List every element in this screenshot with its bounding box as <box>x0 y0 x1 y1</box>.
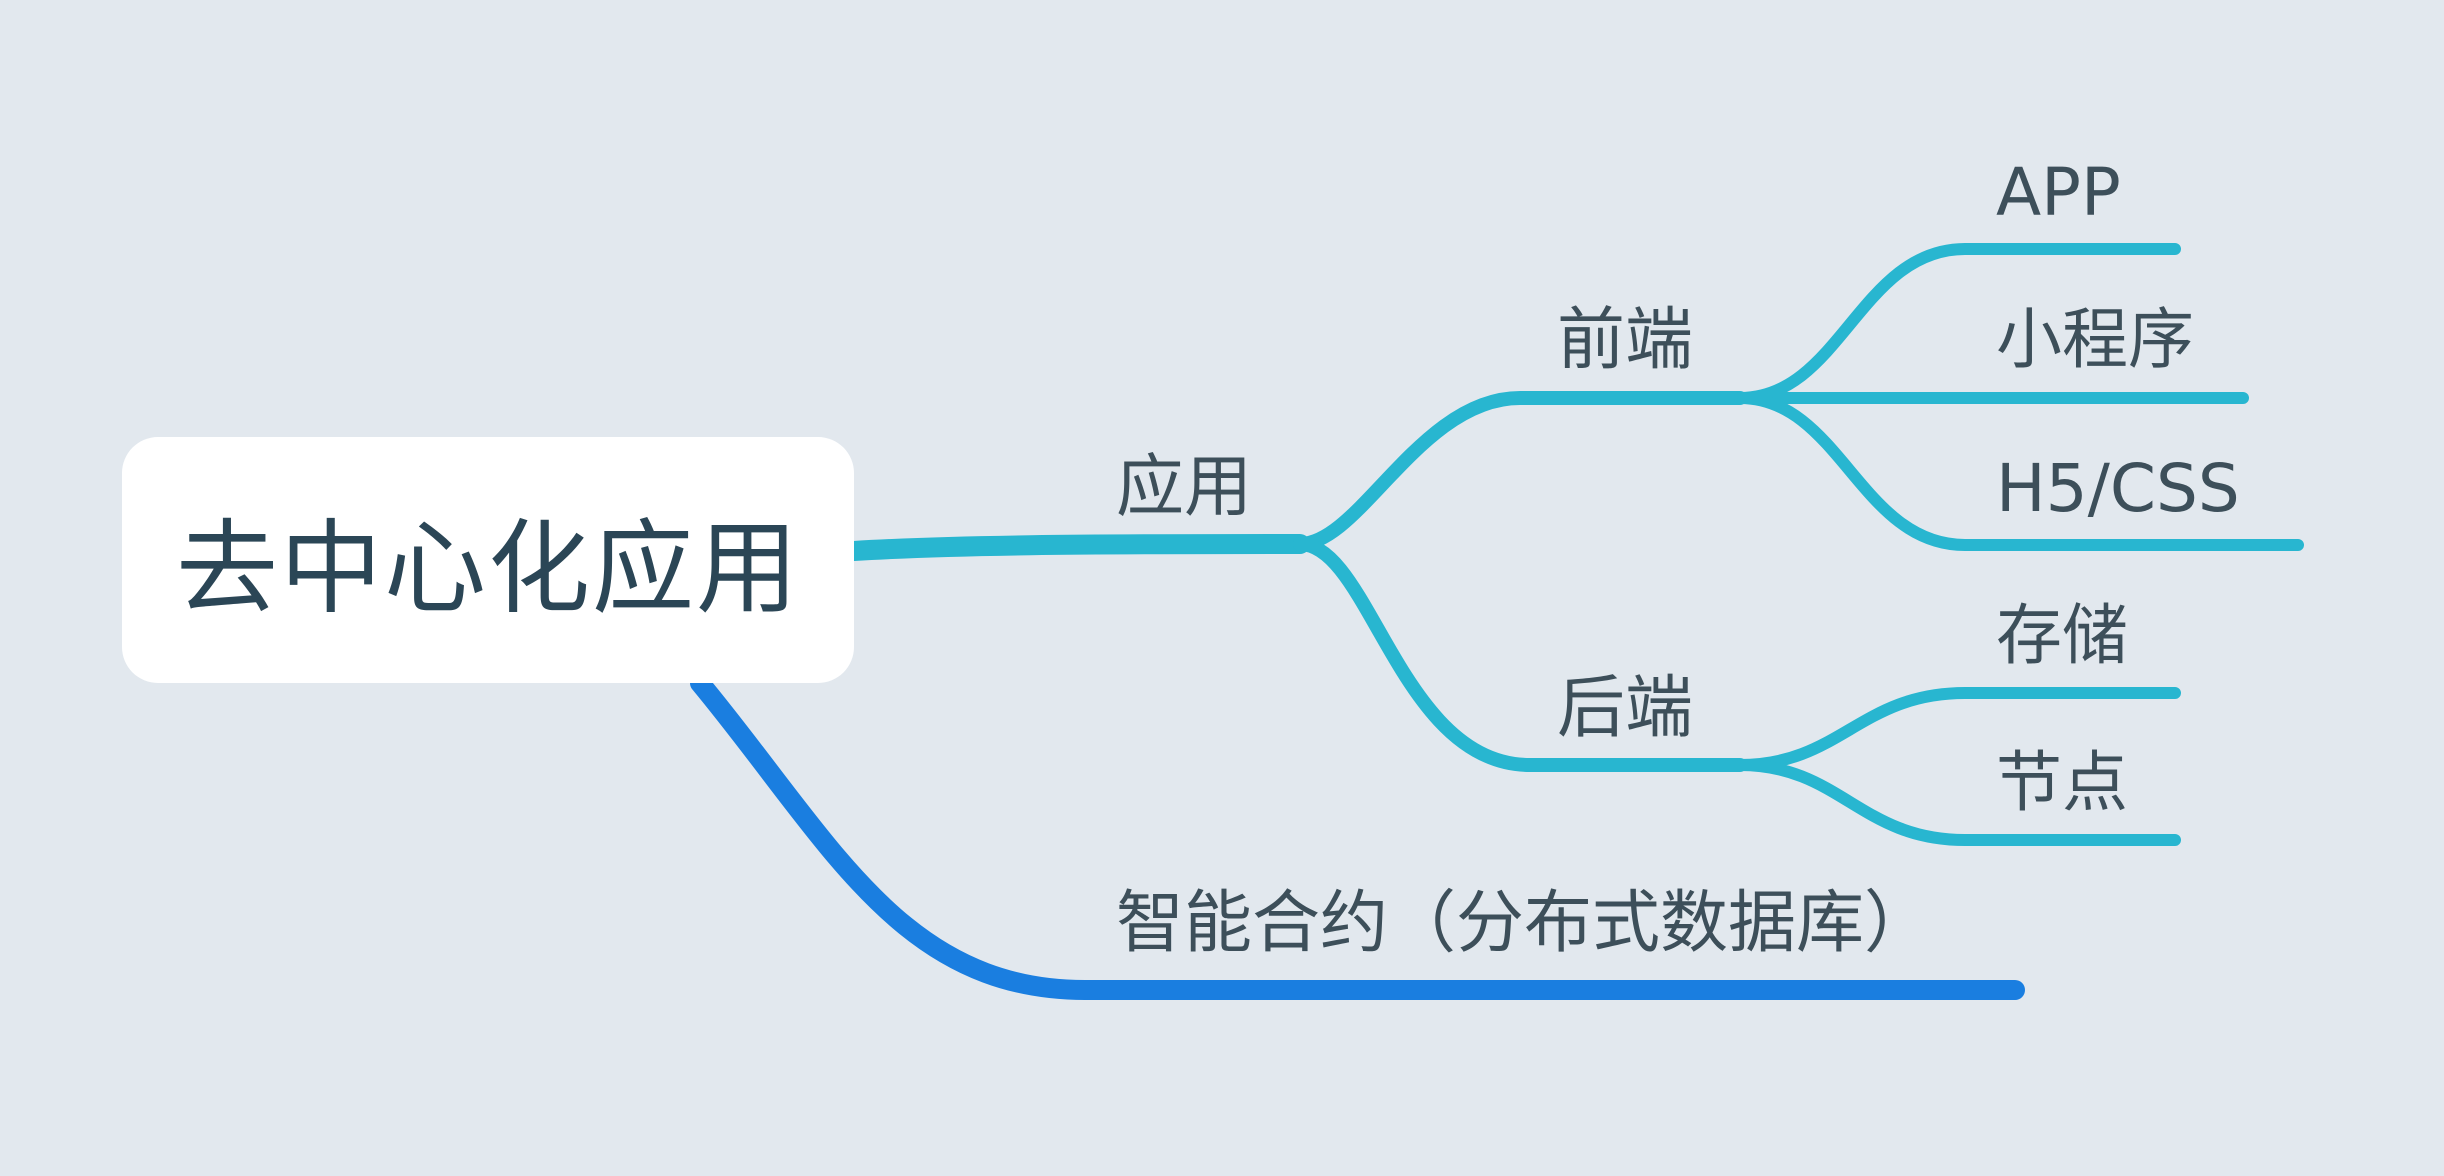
node-miniprogram-label[interactable]: 小程序 <box>1996 301 2194 378</box>
root-label: 去中心化应用 <box>176 509 800 629</box>
edge-backend-storage <box>1734 687 2181 771</box>
edge-app-backend <box>1293 537 1747 772</box>
node-smart-contract-label[interactable]: 智能合约（分布式数据库） <box>1116 884 1933 963</box>
node-node-label[interactable]: 节点 <box>1996 744 2128 821</box>
edge-frontend-h5css <box>1734 392 2304 551</box>
edge-root-smart-contract <box>690 673 2025 1000</box>
node-app-label[interactable]: 应用 <box>1116 448 1253 527</box>
node-backend-label[interactable]: 后端 <box>1557 669 1694 748</box>
edge-app-frontend <box>1293 391 1747 551</box>
root-node[interactable]: 去中心化应用 <box>122 437 854 683</box>
edge-frontend-app <box>1734 243 2181 404</box>
node-frontend-label[interactable]: 前端 <box>1557 301 1694 380</box>
node-app-leaf-label[interactable]: APP <box>1996 154 2121 231</box>
node-storage-label[interactable]: 存储 <box>1996 597 2128 674</box>
edge-backend-node <box>1734 759 2181 846</box>
edge-root-app <box>844 534 1310 561</box>
node-h5css-label[interactable]: H5/CSS <box>1996 450 2240 527</box>
